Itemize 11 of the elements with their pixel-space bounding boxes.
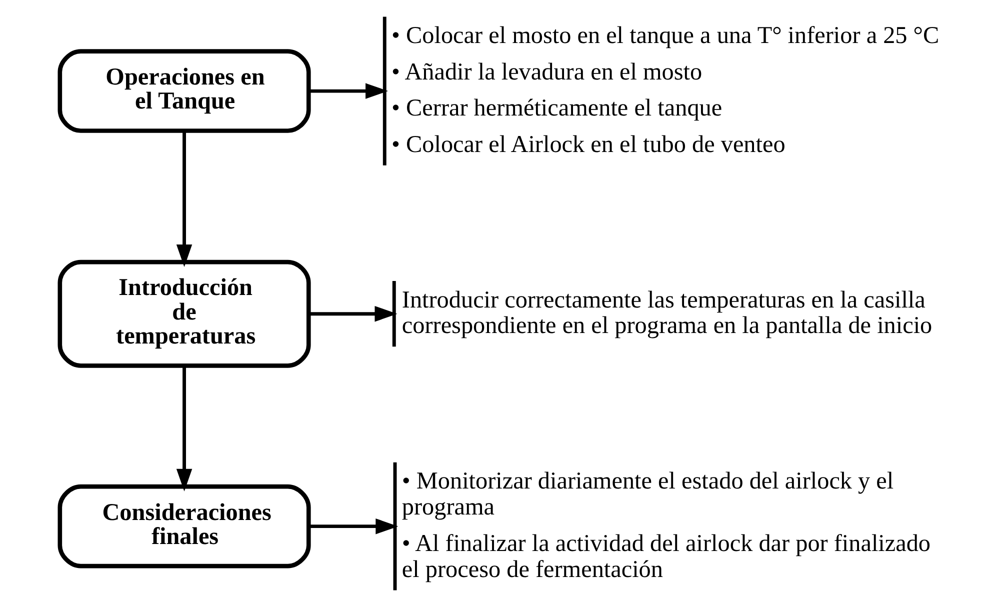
arrow [308, 83, 388, 99]
arrow [308, 306, 397, 322]
arrow [176, 130, 192, 268]
node-text: Introducir correctamente las temperaturas en la casilla correspondiente en el programa en la pantalla de inicio [401, 286, 932, 340]
node-box: Introducción de temperaturas [57, 260, 310, 368]
node-box: Consideraciones finales [57, 484, 310, 568]
node-box: Operaciones en el Tanque [57, 49, 310, 133]
node-text: • Colocar el mosto en el tanque a una T° inferior a 25 °C • Añadir la levadura en el mosto • Cerrar herméticamente el tanque • Colocar el Airlock en el tubo de venteo [391, 22, 939, 158]
arrow [308, 518, 398, 534]
node-text: • Monitorizar diariamente el estado del airlock y el programa • Al finalizar la actividad del airlock dar por finalizado el proceso de fermentación [401, 468, 930, 583]
arrow [176, 366, 192, 492]
